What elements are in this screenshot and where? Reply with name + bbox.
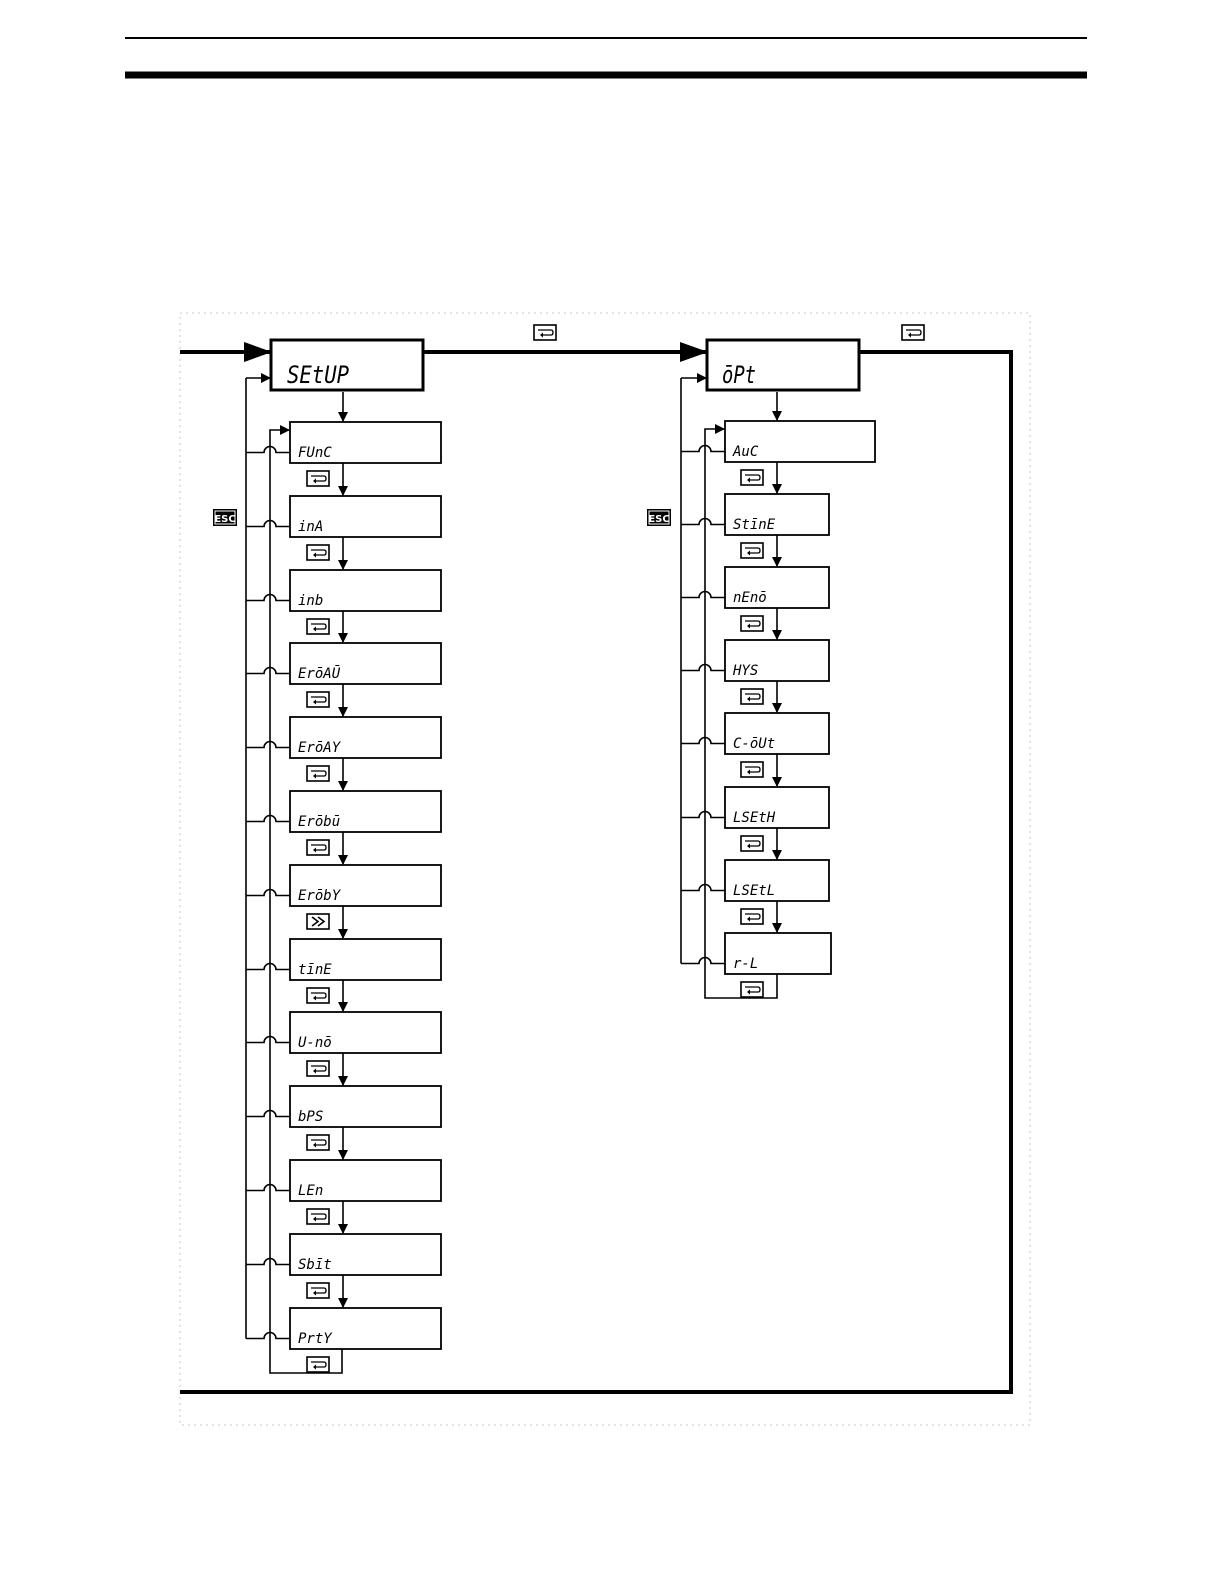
parameter-box[interactable]: bPS: [290, 1086, 441, 1127]
parameter-box[interactable]: U-nō: [290, 1012, 441, 1053]
escape-branch-line: [681, 665, 725, 671]
parameter-box[interactable]: ErōbY: [290, 865, 441, 906]
escape-branch-line: [246, 668, 290, 674]
parameter-label: FUnC: [298, 445, 332, 461]
mode-key-icon: [741, 982, 763, 997]
escape-branch-line: [681, 885, 725, 891]
parameter-box[interactable]: nEnō: [725, 567, 829, 608]
mode-key-icon: [741, 543, 763, 558]
setup-menu-box[interactable]: SEtUP: [271, 340, 423, 390]
mode-key-icon: [307, 1283, 329, 1298]
parameter-label: C-ōUt: [733, 736, 775, 752]
option-menu-box[interactable]: ōPt: [707, 340, 859, 390]
mode-key-icon: [307, 692, 329, 707]
parameter-label: HYS: [732, 663, 758, 679]
parameter-label: nEnō: [733, 590, 767, 606]
parameter-box[interactable]: HYS: [725, 640, 829, 681]
parameter-label: Sbīt: [298, 1257, 332, 1273]
mode-key-icon: [741, 836, 763, 851]
mode-key-icon: [741, 689, 763, 704]
escape-branch-line: [246, 447, 290, 453]
mode-key-icon: [307, 1209, 329, 1224]
parameter-box[interactable]: LSEtH: [725, 787, 829, 828]
opt-return-mode-key-icon: [902, 325, 924, 340]
parameter-label: inA: [298, 519, 323, 535]
parameter-box[interactable]: FUnC: [290, 422, 441, 463]
parameter-label: tīnE: [298, 962, 332, 978]
escape-branch-line: [246, 1111, 290, 1117]
parameter-label: ErōbY: [298, 888, 342, 904]
escape-branch-line: [681, 738, 725, 744]
escape-branch-line: [246, 1185, 290, 1191]
escape-branch-line: [246, 1037, 290, 1043]
setup-to-opt-mode-key-icon: [534, 325, 556, 340]
escape-branch-line: [681, 592, 725, 598]
parameter-box[interactable]: PrtY: [290, 1308, 441, 1349]
esc-key-label: ESC: [214, 514, 235, 525]
parameter-box[interactable]: ErōAŪ: [290, 643, 441, 684]
parameter-box[interactable]: inb: [290, 570, 441, 611]
mode-key-icon: [741, 616, 763, 631]
parameter-box[interactable]: Sbīt: [290, 1234, 441, 1275]
option-parameter-column: AuC StīnE nEnōHYS C-ōUtLSEtH LSEtL r-L ESC: [647, 378, 875, 998]
transition-keys: [534, 325, 924, 340]
parameter-box[interactable]: inA: [290, 496, 441, 537]
parameter-box[interactable]: tīnE: [290, 939, 441, 980]
esc-key-label: ESC: [648, 514, 669, 525]
mode-key-icon: [307, 1135, 329, 1150]
parameter-box[interactable]: C-ōUt: [725, 713, 829, 754]
escape-branch-line: [246, 1333, 290, 1339]
parameter-label: LSEtH: [733, 810, 776, 826]
mode-key-icon: [307, 619, 329, 634]
mode-key-icon: [307, 471, 329, 486]
parameter-box[interactable]: StīnE: [725, 494, 829, 535]
setup-menu-title: SEtUP: [287, 361, 349, 389]
mode-key-icon: [741, 762, 763, 777]
parameter-box[interactable]: LEn: [290, 1160, 441, 1201]
setup-parameter-column: FUnC inA inbErōAŪ ErōAY ErōbūErōbY tīnE U-nō bP…: [213, 378, 441, 1373]
parameter-label: ErōAY: [298, 740, 342, 756]
parameter-label: ErōAŪ: [298, 665, 341, 682]
mode-key-icon: [741, 909, 763, 924]
parameter-box[interactable]: LSEtL: [725, 860, 829, 901]
mode-key-icon: [307, 545, 329, 560]
parameter-label: PrtY: [298, 1331, 333, 1347]
escape-branch-line: [681, 958, 725, 964]
mode-key-icon: [307, 766, 329, 781]
escape-branch-line: [246, 1259, 290, 1265]
escape-branch-line: [246, 742, 290, 748]
parameter-label: bPS: [298, 1109, 323, 1125]
parameter-label: AuC: [732, 444, 759, 460]
parameter-box[interactable]: Erōbū: [290, 791, 441, 832]
parameter-label: r-L: [733, 956, 758, 972]
escape-branch-line: [246, 890, 290, 896]
escape-branch-line: [246, 521, 290, 527]
escape-branch-line: [246, 964, 290, 970]
escape-branch-line: [246, 595, 290, 601]
mode-key-icon: [307, 1357, 329, 1372]
escape-branch-line: [681, 812, 725, 818]
parameter-label: LEn: [298, 1183, 323, 1199]
parameter-label: Erōbū: [298, 814, 340, 830]
escape-branch-line: [681, 519, 725, 525]
mode-key-icon: [741, 470, 763, 485]
parameter-label: U-nō: [298, 1035, 332, 1051]
mode-key-icon: [307, 988, 329, 1003]
mode-key-icon: [307, 840, 329, 855]
parameter-label: StīnE: [733, 517, 776, 533]
esc-key-icon: ESC: [213, 509, 237, 526]
parameter-label: LSEtL: [733, 883, 775, 899]
parameter-box[interactable]: r-L: [725, 933, 831, 974]
shift-key-icon: [307, 914, 329, 929]
parameter-label: inb: [298, 593, 323, 609]
parameter-box[interactable]: ErōAY: [290, 717, 441, 758]
esc-key-icon: ESC: [647, 509, 671, 526]
option-menu-title: ōPt: [722, 361, 756, 389]
escape-branch-line: [246, 816, 290, 822]
parameter-box[interactable]: AuC: [725, 421, 875, 462]
escape-branch-line: [681, 446, 725, 452]
mode-key-icon: [307, 1061, 329, 1076]
